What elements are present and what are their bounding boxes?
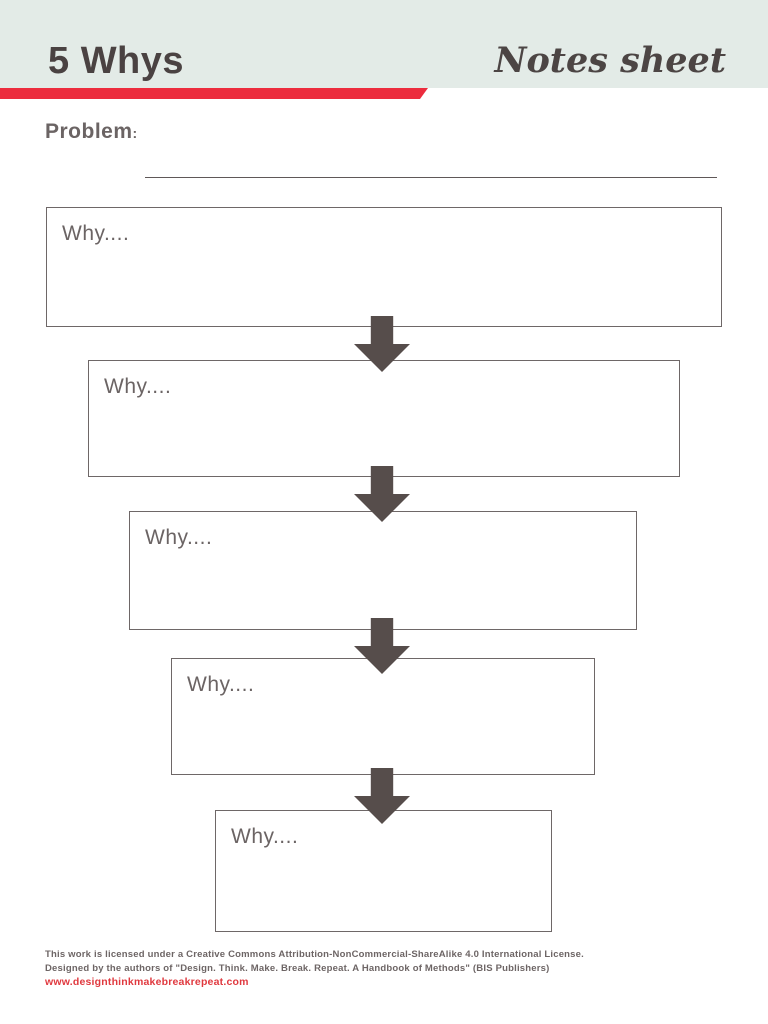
red-accent-bar bbox=[0, 88, 428, 99]
website-link[interactable]: www.designthinkmakebreakrepeat.com bbox=[45, 976, 249, 988]
problem-label-text: Problem bbox=[45, 120, 133, 143]
why-box-5: Why.... bbox=[215, 810, 552, 932]
why-box-4: Why.... bbox=[171, 658, 595, 775]
why-box-label: Why.... bbox=[104, 375, 172, 398]
why-box-1: Why.... bbox=[46, 207, 722, 327]
why-box-label: Why.... bbox=[187, 673, 255, 696]
problem-label: Problem: bbox=[45, 120, 138, 144]
header-band bbox=[0, 0, 768, 88]
why-box-label: Why.... bbox=[231, 825, 299, 848]
why-box-3: Why.... bbox=[129, 511, 637, 630]
why-box-2: Why.... bbox=[88, 360, 680, 477]
problem-underline bbox=[145, 177, 717, 178]
problem-colon: : bbox=[132, 125, 138, 141]
page-subtitle: Notes sheet bbox=[494, 40, 726, 81]
footer: This work is licensed under a Creative C… bbox=[45, 948, 695, 990]
page-title: 5 Whys bbox=[48, 40, 185, 82]
license-line: This work is licensed under a Creative C… bbox=[45, 949, 584, 960]
why-box-label: Why.... bbox=[62, 222, 130, 245]
why-box-label: Why.... bbox=[145, 526, 213, 549]
credit-line: Designed by the authors of "Design. Thin… bbox=[45, 962, 550, 974]
